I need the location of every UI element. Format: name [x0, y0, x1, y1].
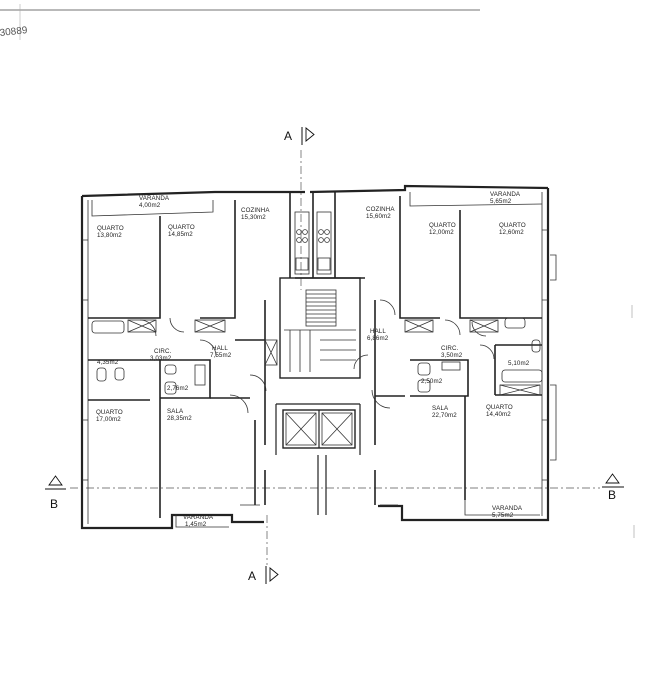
room-circ-right-name: CIRC. — [441, 345, 459, 352]
room-cozinha-left-name: COZINHA — [241, 207, 270, 214]
room-varanda-top-left-name: VARANDA — [139, 195, 170, 202]
section-b-left-label: B — [50, 497, 58, 511]
stair-core — [279, 277, 361, 379]
wardrobes — [127, 319, 541, 396]
elevator-shafts — [275, 403, 361, 515]
room-varanda-top-right-area: 5,65m2 — [490, 198, 512, 205]
room-hall-left-area: 7,55m2 — [210, 352, 232, 359]
room-quarto-5-area: 17,00m2 — [96, 416, 121, 423]
windows — [82, 229, 548, 506]
room-quarto-3-name: QUARTO — [429, 222, 456, 229]
room-sala-left-name: SALA — [167, 408, 184, 415]
section-line-b — [45, 473, 624, 490]
room-varanda-top-left-area: 4,00m2 — [139, 202, 161, 209]
section-a-top-label: A — [284, 129, 292, 143]
room-quarto-6-name: QUARTO — [486, 404, 513, 411]
room-sala-right-area: 22,70m2 — [432, 412, 457, 419]
section-a-bottom-label: A — [248, 569, 256, 583]
room-sala-left-area: 28,35m2 — [167, 415, 192, 422]
room-varanda-bottom-left-name: VARANDA — [183, 514, 214, 521]
room-quarto-4-area: 12,60m2 — [499, 229, 524, 236]
room-varanda-bottom-right-name: VARANDA — [492, 505, 523, 512]
room-wc-right-small-area: 2,50m2 — [421, 378, 443, 385]
room-hall-right-area: 6,86m2 — [367, 335, 389, 342]
door-swings — [139, 299, 495, 414]
room-circ-left-name: CIRC. — [154, 348, 172, 355]
room-cozinha-left-area: 15,30m2 — [241, 214, 266, 221]
room-cozinha-right-area: 15,60m2 — [366, 213, 391, 220]
room-labels: VARANDA 4,00m2 QUARTO 13,80m2 QUARTO 14,… — [96, 191, 530, 528]
room-sala-right-name: SALA — [432, 405, 449, 412]
section-b-right-label: B — [608, 488, 616, 502]
room-wc-left-area: 4,35m2 — [97, 359, 119, 366]
room-varanda-top-right-name: VARANDA — [490, 191, 521, 198]
exterior-walls — [80, 184, 557, 530]
room-circ-left-area: 3,03m2 — [150, 355, 172, 362]
room-quarto-4-name: QUARTO — [499, 222, 526, 229]
room-varanda-bottom-right-area: 5,75m2 — [492, 512, 514, 519]
room-quarto-5-name: QUARTO — [96, 409, 123, 416]
bathroom-fixtures — [91, 317, 543, 395]
document-number: 30889 — [0, 25, 28, 39]
room-circ-right-area: 3,50m2 — [441, 352, 463, 359]
kitchen-fixtures — [294, 211, 332, 275]
room-quarto-6-area: 14,40m2 — [486, 411, 511, 418]
room-quarto-1-name: QUARTO — [97, 225, 124, 232]
room-quarto-2-name: QUARTO — [168, 224, 195, 231]
room-quarto-2-area: 14,85m2 — [168, 231, 193, 238]
room-cozinha-right-name: COZINHA — [366, 206, 395, 213]
room-quarto-1-area: 13,80m2 — [97, 232, 122, 239]
interior-walls — [88, 192, 542, 518]
room-quarto-3-area: 12,00m2 — [429, 229, 454, 236]
room-wc-right-area: 5,10m2 — [508, 360, 530, 367]
section-line-a — [265, 127, 315, 584]
room-wc-left-small-area: 2,76m2 — [167, 385, 189, 392]
room-varanda-bottom-left-area: 1,45m2 — [185, 521, 207, 528]
room-hall-right-name: HALL — [370, 328, 386, 335]
room-hall-left-name: HALL — [212, 345, 228, 352]
